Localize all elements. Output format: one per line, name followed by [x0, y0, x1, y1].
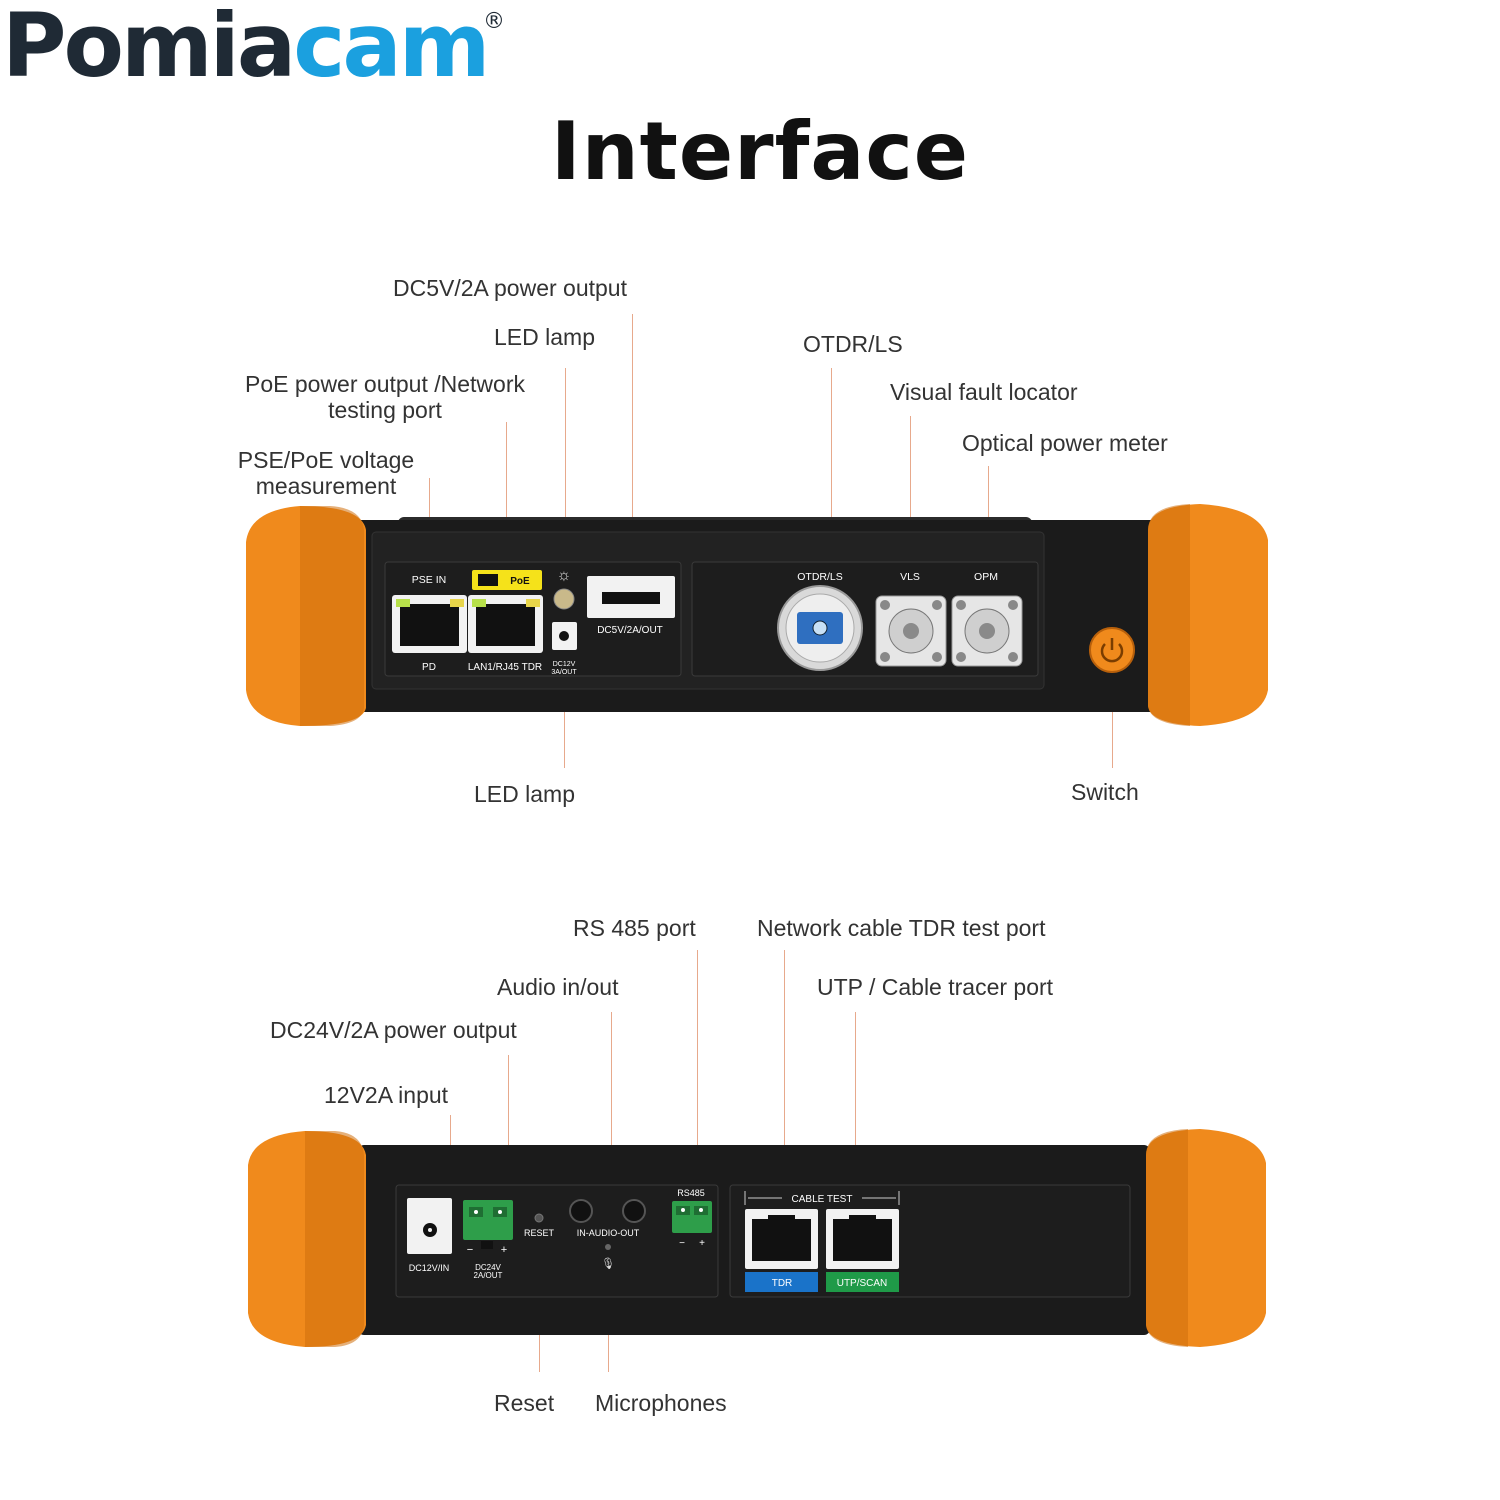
top-device-panel: PSE IN PoE PD LAN1/RJ45 TDR ☼ DC12V 3A/O… — [246, 504, 1268, 726]
lamp-icon: ☼ — [557, 567, 572, 584]
callout-poe-power-output: PoE power output /Network testing port — [225, 371, 545, 423]
power-icon — [1100, 643, 1124, 663]
label-dc24v-line1: DC24V — [475, 1263, 501, 1272]
led-indicator-icon — [526, 599, 540, 607]
callout-microphones: Microphones — [595, 1390, 727, 1416]
callout-audio-in-out: Audio in/out — [497, 974, 619, 1000]
callout-pse-voltage: PSE/PoE voltage measurement — [220, 447, 432, 499]
led-lamp-top — [553, 588, 575, 610]
leader-dc5v — [632, 314, 633, 552]
callout-pse-line1: PSE/PoE voltage — [237, 447, 415, 473]
leader-utp — [855, 1012, 856, 1190]
registered-mark: ® — [483, 9, 505, 34]
callout-dc24v-power-output: DC24V/2A power output — [270, 1017, 517, 1043]
microphone-hole — [605, 1244, 611, 1250]
audio-out-jack[interactable] — [622, 1199, 646, 1223]
leader-led-bottom — [564, 682, 565, 768]
utp-label-strip — [826, 1272, 899, 1292]
microphone-icon: 🎙 — [601, 1257, 615, 1270]
logo-text-dark: Pomia — [2, 0, 293, 90]
callout-poe-line2: testing port — [328, 397, 442, 423]
label-rs485-minus: − — [679, 1238, 685, 1249]
label-dc12v-in: DC12V/IN — [409, 1263, 450, 1273]
svg-text:Pomiacam: Pomiacam — [2, 0, 487, 90]
led-indicator-icon — [472, 599, 486, 607]
callout-led-lamp-top: LED lamp — [494, 324, 595, 350]
callout-otdr-ls: OTDR/LS — [803, 331, 903, 357]
leader-opm — [988, 466, 989, 552]
label-cable-test: CABLE TEST — [792, 1194, 853, 1205]
label-dc24v-minus: − — [467, 1244, 473, 1256]
callout-visual-fault-locator: Visual fault locator — [890, 379, 1078, 405]
label-utp-scan: UTP/SCAN — [837, 1278, 888, 1289]
label-vls: VLS — [900, 571, 920, 583]
label-opm: OPM — [974, 571, 998, 583]
label-reset: RESET — [524, 1228, 555, 1238]
audio-in-jack[interactable] — [569, 1199, 593, 1223]
callout-optical-power-meter: Optical power meter — [962, 430, 1168, 456]
bottom-device-panel: DC12V/IN − + DC24V 2A/OUT RESET IN-AUDIO… — [248, 1129, 1266, 1347]
leader-led-top — [565, 368, 566, 568]
leader-poe — [506, 422, 507, 552]
callout-utp-cable-tracer: UTP / Cable tracer port — [817, 974, 1054, 1000]
label-tdr: TDR — [772, 1278, 793, 1289]
callout-tdr-test-port: Network cable TDR test port — [757, 915, 1046, 941]
label-rs485-plus: + — [699, 1238, 705, 1249]
reset-button[interactable] — [534, 1213, 544, 1223]
page-title: Interface — [550, 105, 970, 198]
led-indicator-icon — [450, 599, 464, 607]
label-rs485: RS485 — [677, 1188, 705, 1198]
leader-otdr — [831, 368, 832, 552]
label-pse-in: PSE IN — [412, 574, 446, 586]
label-otdr-ls: OTDR/LS — [797, 571, 843, 583]
callout-rs485-port: RS 485 port — [573, 915, 696, 941]
callout-led-lamp-bottom: LED lamp — [474, 781, 575, 807]
leader-rs485 — [697, 950, 698, 1185]
callout-pse-line2: measurement — [255, 473, 397, 499]
leader-audio — [611, 1012, 612, 1197]
leader-pse — [429, 478, 430, 552]
callout-poe-line1: PoE power output /Network — [245, 371, 525, 397]
label-dc24v-line2: 2A/OUT — [474, 1271, 503, 1280]
leader-tdr — [784, 950, 785, 1190]
label-dc5v-out: DC5V/2A/OUT — [597, 625, 663, 636]
logo-text-blue: cam — [293, 0, 487, 90]
leader-dc24v — [508, 1055, 509, 1190]
leader-switch — [1112, 682, 1113, 768]
rs485-terminal[interactable] — [672, 1201, 712, 1233]
label-dc12v-line2: 3A/OUT — [551, 669, 577, 676]
callout-12v2a-input: 12V2A input — [324, 1082, 449, 1108]
label-audio: IN-AUDIO-OUT — [577, 1228, 640, 1238]
callout-dc5v-power-output: DC5V/2A power output — [393, 275, 627, 301]
label-pd: PD — [422, 662, 436, 673]
leader-vls — [910, 416, 911, 552]
label-dc12v-line1: DC12V — [553, 661, 576, 668]
brand-logo: Pomiacam ® — [2, 0, 505, 90]
camera-icon — [478, 574, 498, 586]
tdr-label-strip — [745, 1272, 818, 1292]
dc24v-terminal-block[interactable] — [463, 1200, 513, 1240]
callout-reset: Reset — [494, 1390, 555, 1416]
callout-switch: Switch — [1071, 779, 1139, 805]
label-dc24v-plus: + — [501, 1244, 507, 1256]
led-indicator-icon — [396, 599, 410, 607]
label-lan1: LAN1/RJ45 TDR — [468, 662, 542, 673]
label-poe-badge: PoE — [510, 576, 530, 587]
